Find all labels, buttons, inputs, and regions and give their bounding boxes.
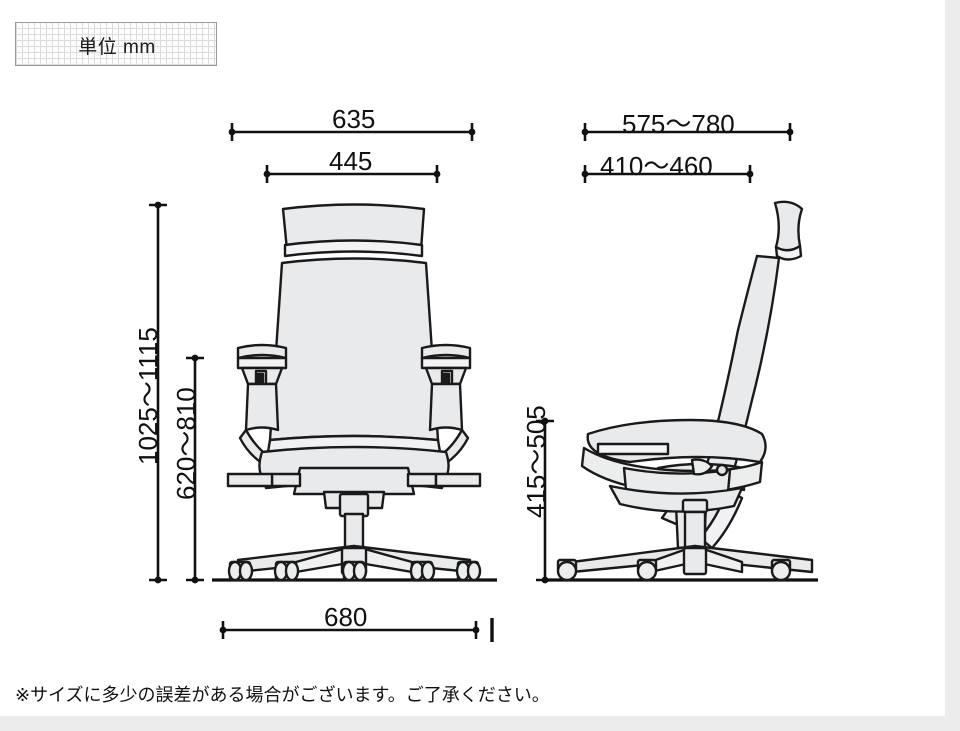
casters-front <box>227 560 482 582</box>
chair-front-view <box>226 203 482 582</box>
dimension-line-front-overall-width <box>227 121 477 143</box>
chair-dimension-svg <box>147 121 818 642</box>
dimension-line-backrest-height <box>184 353 206 585</box>
unit-badge: 単位 mm <box>15 22 217 66</box>
base-side <box>570 544 814 576</box>
dimension-label-front-seat-width: 445 <box>329 146 373 176</box>
dimension-line-overall-height <box>147 200 169 585</box>
caster <box>770 558 792 582</box>
dimension-label-base-diameter: 680 <box>324 602 368 632</box>
unit-badge-label: 単位 mm <box>78 36 156 58</box>
dimension-label-seat-height: 415〜505 <box>521 405 551 518</box>
caster <box>341 560 368 582</box>
caster <box>636 558 658 582</box>
lever-right-ext <box>434 472 482 488</box>
caster <box>455 560 482 582</box>
caster <box>409 560 436 582</box>
caster <box>273 560 300 582</box>
dimension-label-backrest-height: 620〜810 <box>171 387 201 500</box>
backrest-front <box>266 257 442 454</box>
caster <box>227 560 254 582</box>
dimension-line-side-seat-depth <box>580 163 755 185</box>
casters-side <box>556 558 792 582</box>
dimension-line-front-seat-width <box>262 163 442 185</box>
dimension-label-front-overall-width: 635 <box>332 104 376 134</box>
dimension-line-side-overall-depth <box>580 121 795 143</box>
lever-left-front <box>270 472 302 488</box>
headrest-side <box>773 200 804 261</box>
dimension-label-overall-height: 1025〜1115 <box>133 327 163 465</box>
dimension-drawing: 635 445 575〜780 410〜460 1025〜1115 620〜81… <box>15 22 818 705</box>
seat-side <box>580 418 767 497</box>
dimension-line-base-diameter <box>218 618 494 642</box>
dimension-label-side-seat-depth: 410〜460 <box>600 151 713 181</box>
headrest-front <box>281 203 426 258</box>
dimension-line-seat-height <box>534 416 556 585</box>
lever-left-ext <box>226 472 274 488</box>
dimension-label-side-overall-depth: 575〜780 <box>622 109 735 139</box>
drawing-card: 635 445 575〜780 410〜460 1025〜1115 620〜81… <box>0 0 945 716</box>
footnote-text: ※サイズに多少の誤差がある場合がございます。ご了承ください。 <box>15 685 550 705</box>
chair-side-view <box>556 200 814 582</box>
lever-right-front <box>406 472 438 488</box>
caster <box>556 558 578 582</box>
seat-plate-side <box>608 484 744 513</box>
